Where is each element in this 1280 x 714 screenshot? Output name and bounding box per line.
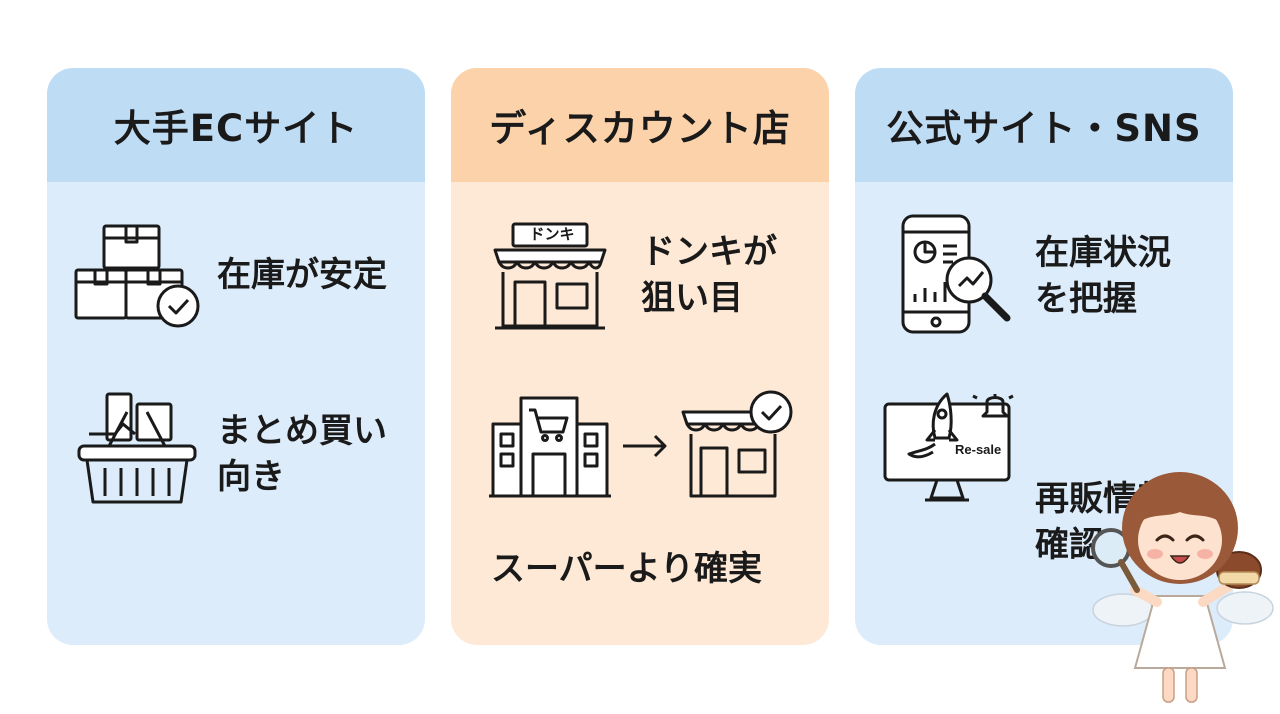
card-discount-stores: ディスカウント店 ドンキ ドンキが 狙い目 スーパーより確実 xyxy=(451,68,829,645)
monitor-resale-text: Re-sale xyxy=(955,442,1002,457)
shopping-basket-icon xyxy=(77,390,197,508)
donki-store-icon xyxy=(491,222,609,330)
card-title: ディスカウント店 xyxy=(451,68,829,182)
item-label: ドンキが 狙い目 xyxy=(641,232,777,318)
card-ec-sites: 大手ECサイト 在庫が安定 まとめ買い 向き xyxy=(47,68,425,645)
item-label: 在庫が安定 xyxy=(217,255,387,295)
phone-analytics-search-icon xyxy=(901,214,1013,336)
mascot-girl-illustration xyxy=(1091,472,1274,703)
supermarket-to-store-icon xyxy=(489,390,799,502)
donki-sign-text: ドンキ xyxy=(529,225,575,243)
item-label: スーパーより確実 xyxy=(491,549,762,589)
card-title: 大手ECサイト xyxy=(47,68,425,182)
card-title: 公式サイト・SNS xyxy=(855,68,1233,182)
monitor-rocket-bell-icon xyxy=(883,390,1013,508)
item-label: まとめ買い 向き xyxy=(217,411,387,497)
boxes-check-icon xyxy=(74,218,204,328)
item-label: 在庫状況 を把握 xyxy=(1035,233,1171,319)
